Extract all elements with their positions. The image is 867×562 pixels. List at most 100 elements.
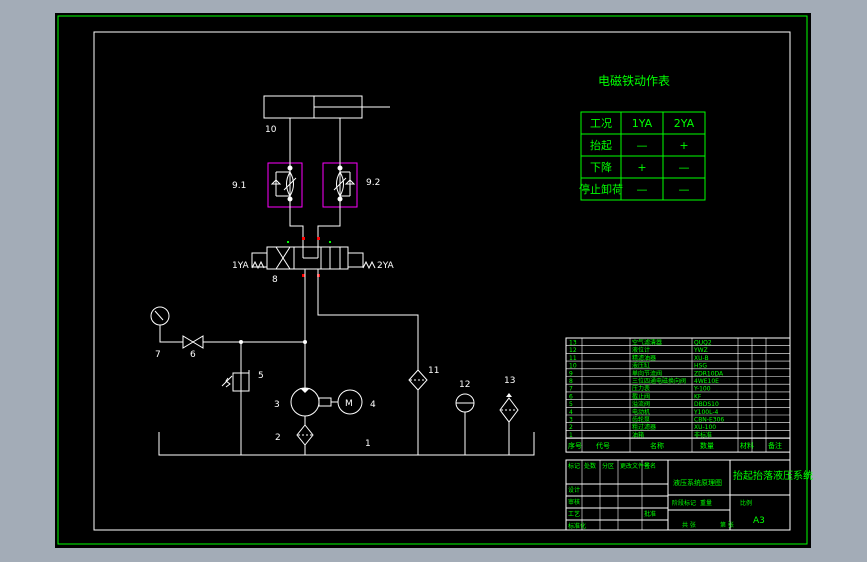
parts-header-cell: 代号 xyxy=(596,441,610,450)
title-block-label: 标准化 xyxy=(568,522,586,530)
parts-row-name: 三位四通电磁换向阀 xyxy=(632,377,686,385)
parts-row-name: 精滤油器 xyxy=(632,354,656,362)
motor-symbol: M xyxy=(345,399,353,409)
electric-motor: M xyxy=(331,389,363,415)
parts-row-code: QUQ2 xyxy=(694,340,712,347)
label-throttle-left: 9.1 xyxy=(232,181,246,191)
parts-row-code: XU-100 xyxy=(694,424,716,431)
title-block-label: 更改文件号 xyxy=(620,462,650,470)
title-block-label: 共 张 xyxy=(682,521,696,529)
title-block-label: 第 张 xyxy=(720,521,734,529)
parts-header-cell: 数量 xyxy=(700,441,714,450)
title-block-label: 阶段标记 xyxy=(672,499,696,507)
label-tank: 1 xyxy=(365,439,371,449)
action-table-cell: — xyxy=(679,183,690,196)
parts-row-name: 液压缸 xyxy=(632,362,650,370)
parts-row-code: CBN-E306 xyxy=(694,417,724,424)
parts-row-number: 1 xyxy=(569,432,573,439)
parts-row-code: Y100L-4 xyxy=(693,409,719,416)
action-table-title: 电磁铁动作表 xyxy=(598,73,670,88)
action-table-cell: 下降 xyxy=(590,160,612,174)
label-air-filter: 13 xyxy=(504,376,515,386)
parts-row-number: 6 xyxy=(569,393,573,400)
parts-row-number: 8 xyxy=(569,378,573,385)
parts-header-cell: 序号 xyxy=(568,441,582,450)
throttle-valve-left xyxy=(267,160,303,216)
sheet-size: A3 xyxy=(753,516,765,526)
title-block: 液压系统原理图 抬起抬落液压系统 A3 标记处数分区更改文件号签名设计审核工艺标准化 批… xyxy=(565,459,813,531)
hydraulic-cylinder xyxy=(263,95,390,119)
action-table-cell: 停止卸荷 xyxy=(579,182,623,196)
title-block-label: 工艺 xyxy=(568,510,580,518)
title-block-label: 批准 xyxy=(644,510,656,518)
parts-row-number: 10 xyxy=(569,363,577,370)
parts-row-number: 3 xyxy=(569,417,573,424)
parts-row-name: 液位计 xyxy=(632,346,650,354)
parts-row-number: 4 xyxy=(569,409,573,416)
title-block-label: 分区 xyxy=(602,462,614,470)
label-throttle-right: 9.2 xyxy=(366,178,380,188)
project-title: 抬起抬落液压系统 xyxy=(733,469,813,482)
title-block-label: 设计 xyxy=(568,486,580,494)
parts-row-number: 13 xyxy=(569,340,577,347)
parts-row-name: 粗过滤器 xyxy=(632,423,656,431)
title-block-label: 比例 xyxy=(740,499,752,507)
label-level-gauge: 12 xyxy=(459,380,470,390)
parts-row-name: 空气滤清器 xyxy=(632,339,662,347)
title-block-label: 标记 xyxy=(568,462,580,470)
label-relief-valve: 5 xyxy=(258,371,264,381)
action-table-cell: + xyxy=(679,139,688,152)
oil-tank xyxy=(158,432,535,456)
title-block-label: 签名 xyxy=(644,462,656,470)
action-table-cell: + xyxy=(637,161,646,174)
parts-header-cell: 材料 xyxy=(740,441,754,450)
action-table-cell: — xyxy=(679,161,690,174)
drawing-title: 液压系统原理图 xyxy=(673,478,722,487)
parts-row-number: 5 xyxy=(569,401,573,408)
title-block-label: 重量 xyxy=(700,499,712,507)
parts-row-number: 9 xyxy=(569,370,573,377)
parts-row-number: 2 xyxy=(569,424,573,431)
title-block-label: 审核 xyxy=(568,498,580,506)
parts-row-number: 11 xyxy=(569,355,577,362)
action-table-header: 工况 xyxy=(590,117,612,130)
action-table-cell: — xyxy=(637,183,648,196)
parts-row-code: Y-100 xyxy=(693,386,711,393)
label-return-filter: 11 xyxy=(428,366,439,376)
parts-row-code: 4WE10E xyxy=(694,378,719,385)
parts-row-number: 12 xyxy=(569,347,577,354)
outer-border xyxy=(57,15,808,545)
label-cylinder: 10 xyxy=(265,125,277,135)
label-directional-valve: 8 xyxy=(272,275,278,285)
parts-row-code: ZDR10DA xyxy=(694,370,724,377)
parts-row-code: KF xyxy=(694,393,702,400)
label-stop-valve: 6 xyxy=(190,350,196,360)
parts-row-code: DBDS10 xyxy=(694,401,719,408)
parts-header-cell: 名称 xyxy=(650,441,664,450)
action-table-header: 2YA xyxy=(674,117,695,130)
parts-row-number: 7 xyxy=(569,386,573,393)
label-pump: 3 xyxy=(274,400,280,410)
label-solenoid-2ya: 2YA xyxy=(377,261,395,271)
throttle-valve-right xyxy=(322,160,358,216)
parts-row-name: 单向节流阀 xyxy=(632,369,662,377)
label-solenoid-1ya: 1YA xyxy=(232,261,250,271)
title-block-label: 处数 xyxy=(584,462,596,470)
relief-valve xyxy=(221,370,250,392)
inner-frame xyxy=(93,31,791,531)
parts-row-name: 齿轮泵 xyxy=(632,416,650,424)
parts-row-name: 电动机 xyxy=(632,408,650,416)
label-suction-filter: 2 xyxy=(275,433,281,443)
parts-row-code: 非标准 xyxy=(694,431,712,439)
parts-row-name: 溢流阀 xyxy=(632,400,650,408)
parts-row-code: HSG xyxy=(694,363,707,370)
parts-row-name: 油箱 xyxy=(632,431,644,439)
parts-header-cell: 备注 xyxy=(768,441,782,450)
label-motor: 4 xyxy=(370,400,376,410)
label-gauge: 7 xyxy=(155,350,161,360)
parts-row-name: 截止阀 xyxy=(632,392,650,400)
